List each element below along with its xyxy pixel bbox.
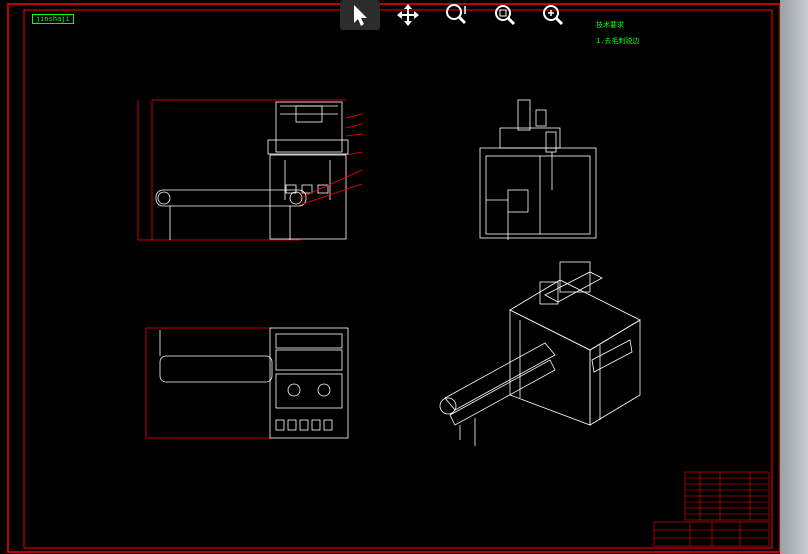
sheet-outer-border <box>7 3 781 553</box>
view-toolbar <box>340 0 572 30</box>
zoom-extents-tool-button[interactable] <box>532 0 572 30</box>
zoom-extents-icon <box>543 5 564 26</box>
technical-note-line: 1.去毛刺锐边 <box>596 37 640 45</box>
pan-arrows-icon <box>397 4 419 26</box>
select-tool-button[interactable] <box>340 0 380 30</box>
title-block <box>653 471 770 547</box>
isometric-view <box>439 261 641 446</box>
side-view <box>479 99 597 240</box>
zoom-realtime-icon <box>446 4 467 25</box>
zoom-window-tool-button[interactable] <box>484 0 524 30</box>
technical-note-heading: 技术要求 <box>596 21 624 29</box>
front-view <box>137 99 363 241</box>
pan-tool-button[interactable] <box>388 0 428 30</box>
pointer-arrow-icon <box>354 5 367 26</box>
zoom-window-icon <box>495 5 516 26</box>
drawing-title-tag: jinshaji <box>32 14 74 24</box>
vertical-scrollbar[interactable] <box>780 0 808 554</box>
sheet-inner-border <box>23 9 773 549</box>
top-view <box>145 327 349 439</box>
zoom-realtime-tool-button[interactable] <box>436 0 476 30</box>
